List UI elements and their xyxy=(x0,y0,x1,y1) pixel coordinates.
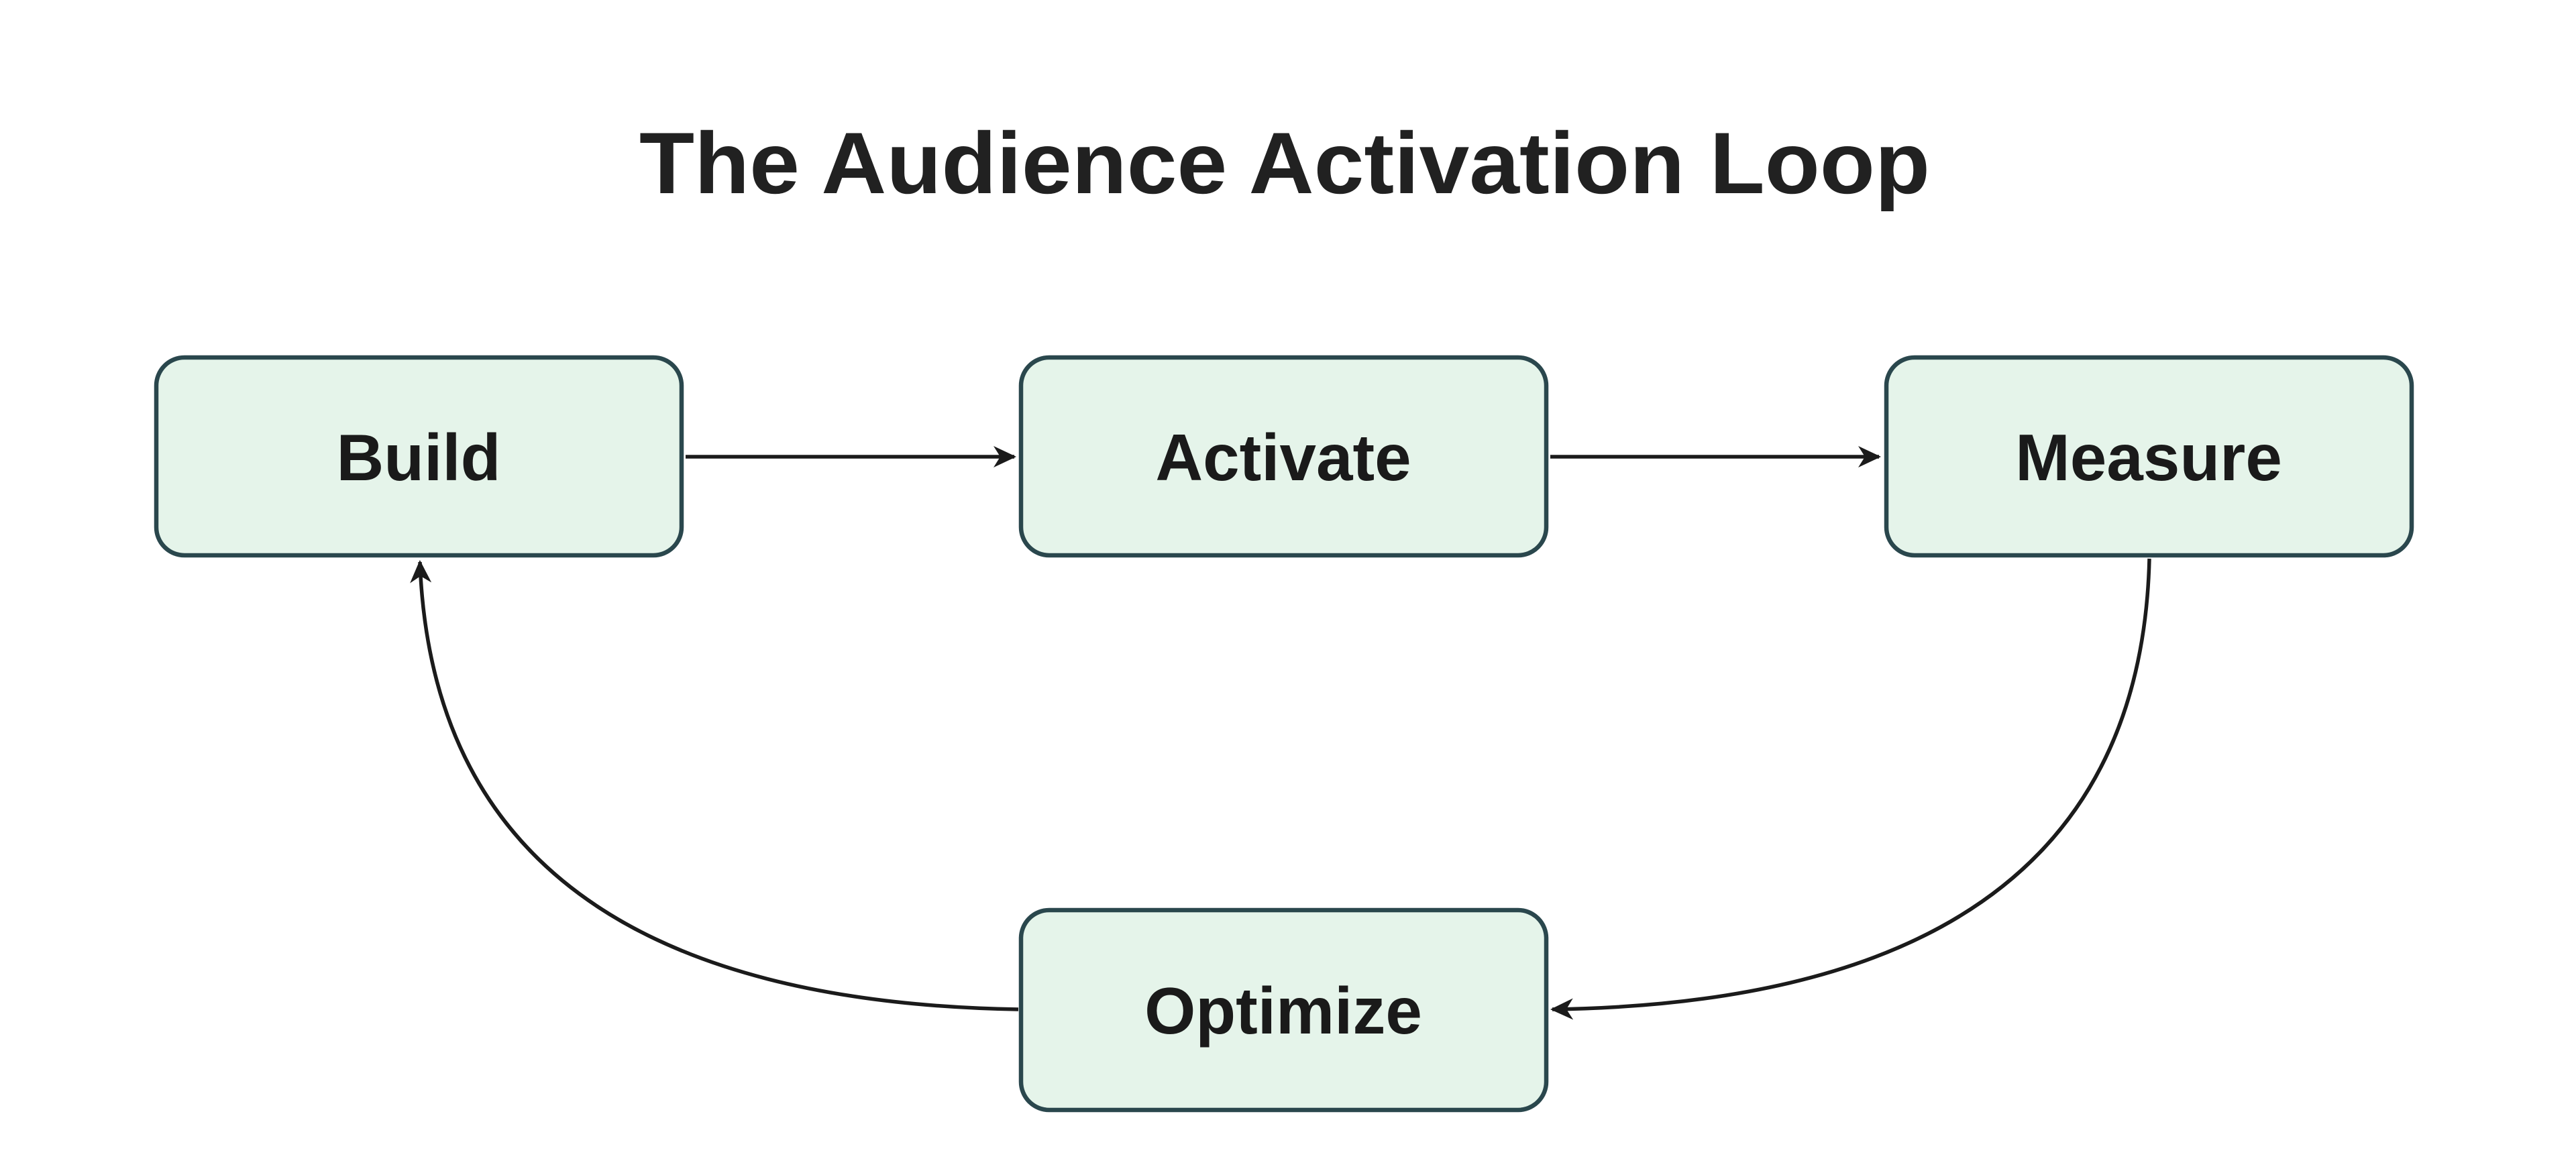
node-optimize-box xyxy=(1018,907,1549,1113)
node-measure-box xyxy=(1884,355,2414,558)
diagram-title: The Audience Activation Loop xyxy=(639,114,1930,212)
node-activate-box xyxy=(1018,355,1549,558)
edge-measure-optimize xyxy=(1550,558,2151,1020)
node-build-box xyxy=(154,355,684,558)
node-activate: Activate xyxy=(1018,355,1549,558)
node-activate-label: Activate xyxy=(1155,421,1411,494)
edge-optimize-build xyxy=(410,560,1019,1011)
node-optimize-label: Optimize xyxy=(1144,974,1422,1048)
edges xyxy=(410,446,2151,1020)
node-measure-label: Measure xyxy=(2015,421,2282,494)
node-measure: Measure xyxy=(1884,355,2414,558)
node-optimize: Optimize xyxy=(1018,907,1549,1113)
node-build: Build xyxy=(154,355,684,558)
node-build-label: Build xyxy=(337,421,501,494)
